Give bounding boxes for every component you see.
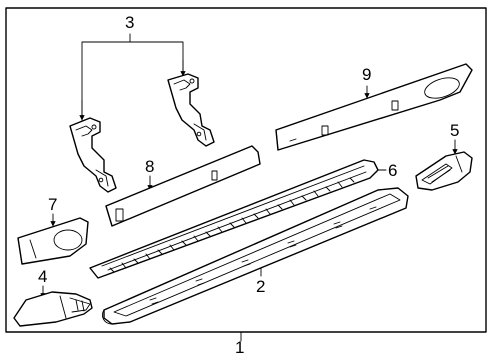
bracket-right	[167, 73, 215, 147]
callout-5: 5	[450, 121, 459, 140]
part-6-step-rail	[89, 159, 379, 279]
callout-2: 2	[256, 277, 265, 296]
part-8-trim-panel	[105, 145, 261, 227]
callout-6: 6	[388, 161, 397, 180]
leader-3	[81, 33, 184, 119]
assembly-frame	[5, 7, 487, 333]
callout-7: 7	[48, 195, 57, 214]
part-5-end-cap	[415, 151, 473, 191]
callout-8: 8	[145, 157, 154, 176]
callout-1: 1	[235, 338, 244, 357]
callout-4: 4	[38, 267, 47, 286]
callout-3: 3	[125, 13, 134, 32]
part-2-running-board	[101, 187, 409, 325]
bracket-left	[69, 117, 117, 193]
callout-9: 9	[362, 65, 371, 84]
part-4-end-cap	[13, 291, 93, 327]
part-9-step-pad	[275, 63, 473, 151]
part-7-end-cap	[17, 217, 89, 265]
